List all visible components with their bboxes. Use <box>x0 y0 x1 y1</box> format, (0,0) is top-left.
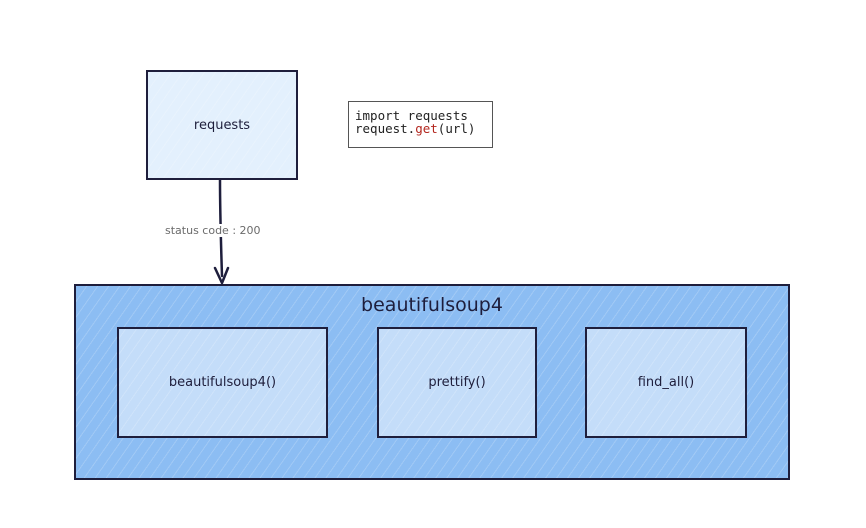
method-node-prettify[interactable]: prettify() <box>377 327 537 438</box>
method-node-label: find_all() <box>637 375 695 390</box>
code-line-2-function: get <box>415 121 438 136</box>
arrowhead-icon <box>213 266 230 285</box>
requests-node-label: requests <box>193 117 251 133</box>
edge-label: status code : 200 <box>164 224 262 237</box>
code-line-2-prefix: request. <box>355 121 416 136</box>
method-node-label: beautifulsoup4() <box>168 375 277 390</box>
code-line-2-suffix: (url) <box>437 121 476 136</box>
method-node-beautifulsoup4[interactable]: beautifulsoup4() <box>117 327 328 438</box>
method-node-label: prettify() <box>428 375 486 390</box>
code-line-2: request.get(url) <box>355 121 475 136</box>
beautifulsoup4-title: beautifulsoup4 <box>361 294 503 316</box>
requests-node[interactable]: requests <box>146 70 298 180</box>
code-snippet: import requests request.get(url) <box>348 101 493 148</box>
method-node-find-all[interactable]: find_all() <box>585 327 747 438</box>
code-line-1: import requests <box>355 108 468 123</box>
